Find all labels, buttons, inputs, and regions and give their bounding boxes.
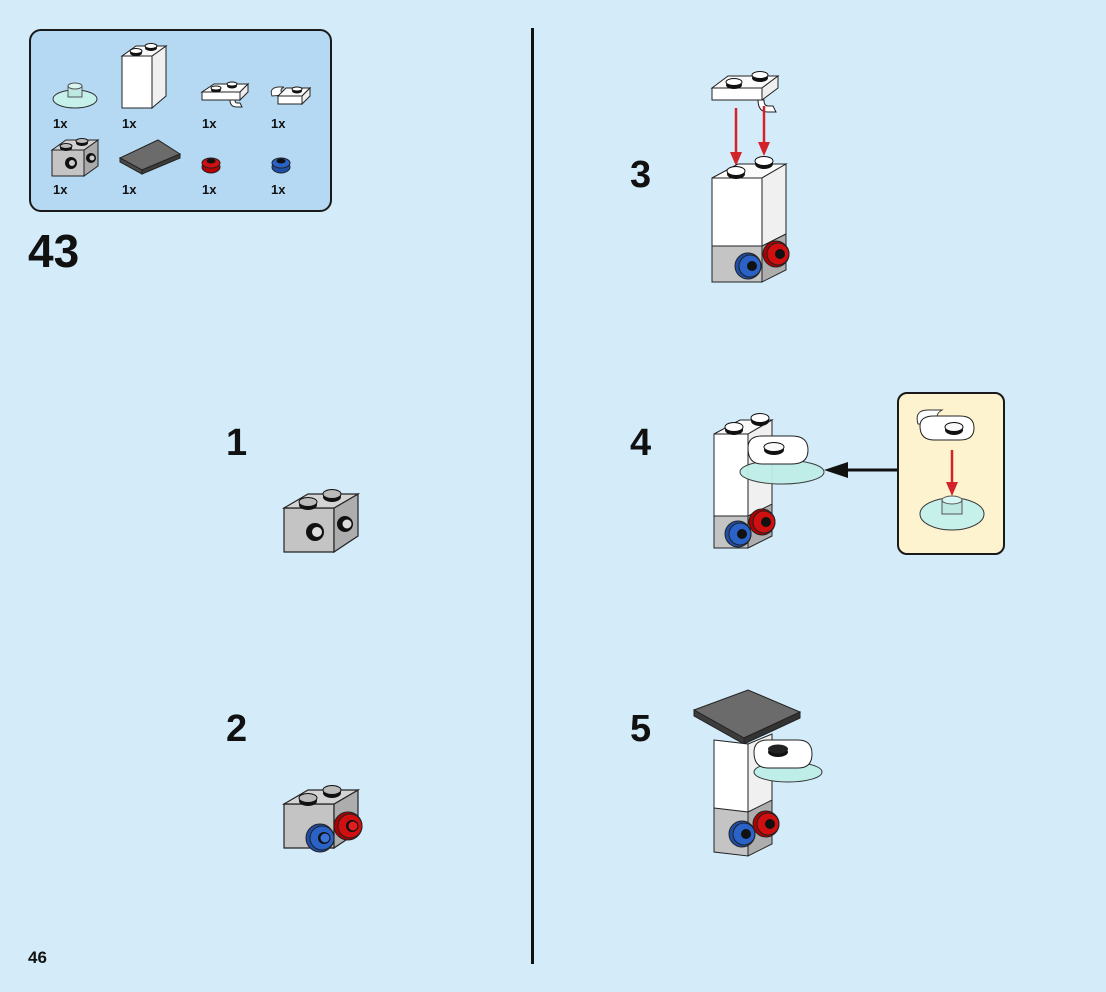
substep-label: 1 bbox=[226, 422, 248, 464]
part-white-brick-icon bbox=[120, 43, 168, 110]
part-qty: 1x bbox=[53, 116, 68, 131]
parts-list-box bbox=[29, 29, 332, 212]
part-gray-brick-side-studs-icon bbox=[50, 138, 100, 177]
step2-brick-with-plates-illustration bbox=[281, 785, 363, 853]
part-trans-clear-dish-icon bbox=[52, 82, 98, 109]
part-qty: 1x bbox=[271, 116, 286, 131]
callout-clip-on-dish-illustration bbox=[916, 409, 985, 531]
part-white-plate-1x1-clip-icon bbox=[270, 86, 312, 106]
step3-assembly-illustration bbox=[710, 71, 790, 283]
part-qty: 1x bbox=[122, 116, 137, 131]
page-number: 46 bbox=[28, 948, 47, 967]
step1-gray-brick-illustration bbox=[281, 489, 361, 554]
substep-label: 5 bbox=[630, 708, 652, 750]
main-step-number: 43 bbox=[28, 225, 80, 277]
part-white-plate-clip-icon bbox=[200, 81, 250, 108]
part-qty: 1x bbox=[53, 182, 68, 197]
substep-label: 4 bbox=[630, 422, 652, 464]
step5-assembly-illustration bbox=[692, 689, 823, 857]
substep-label: 2 bbox=[226, 708, 248, 750]
part-red-round-plate-icon bbox=[201, 157, 221, 174]
part-blue-round-plate-icon bbox=[271, 157, 291, 174]
step4-assembly-illustration bbox=[713, 413, 825, 549]
part-qty: 1x bbox=[271, 182, 286, 197]
callout-arrow-icon bbox=[824, 462, 898, 478]
part-qty: 1x bbox=[122, 182, 137, 197]
part-dark-gray-tile-icon bbox=[118, 139, 182, 175]
part-qty: 1x bbox=[202, 116, 217, 131]
column-divider bbox=[531, 28, 534, 964]
part-qty: 1x bbox=[202, 182, 217, 197]
substep-label: 3 bbox=[630, 154, 652, 196]
